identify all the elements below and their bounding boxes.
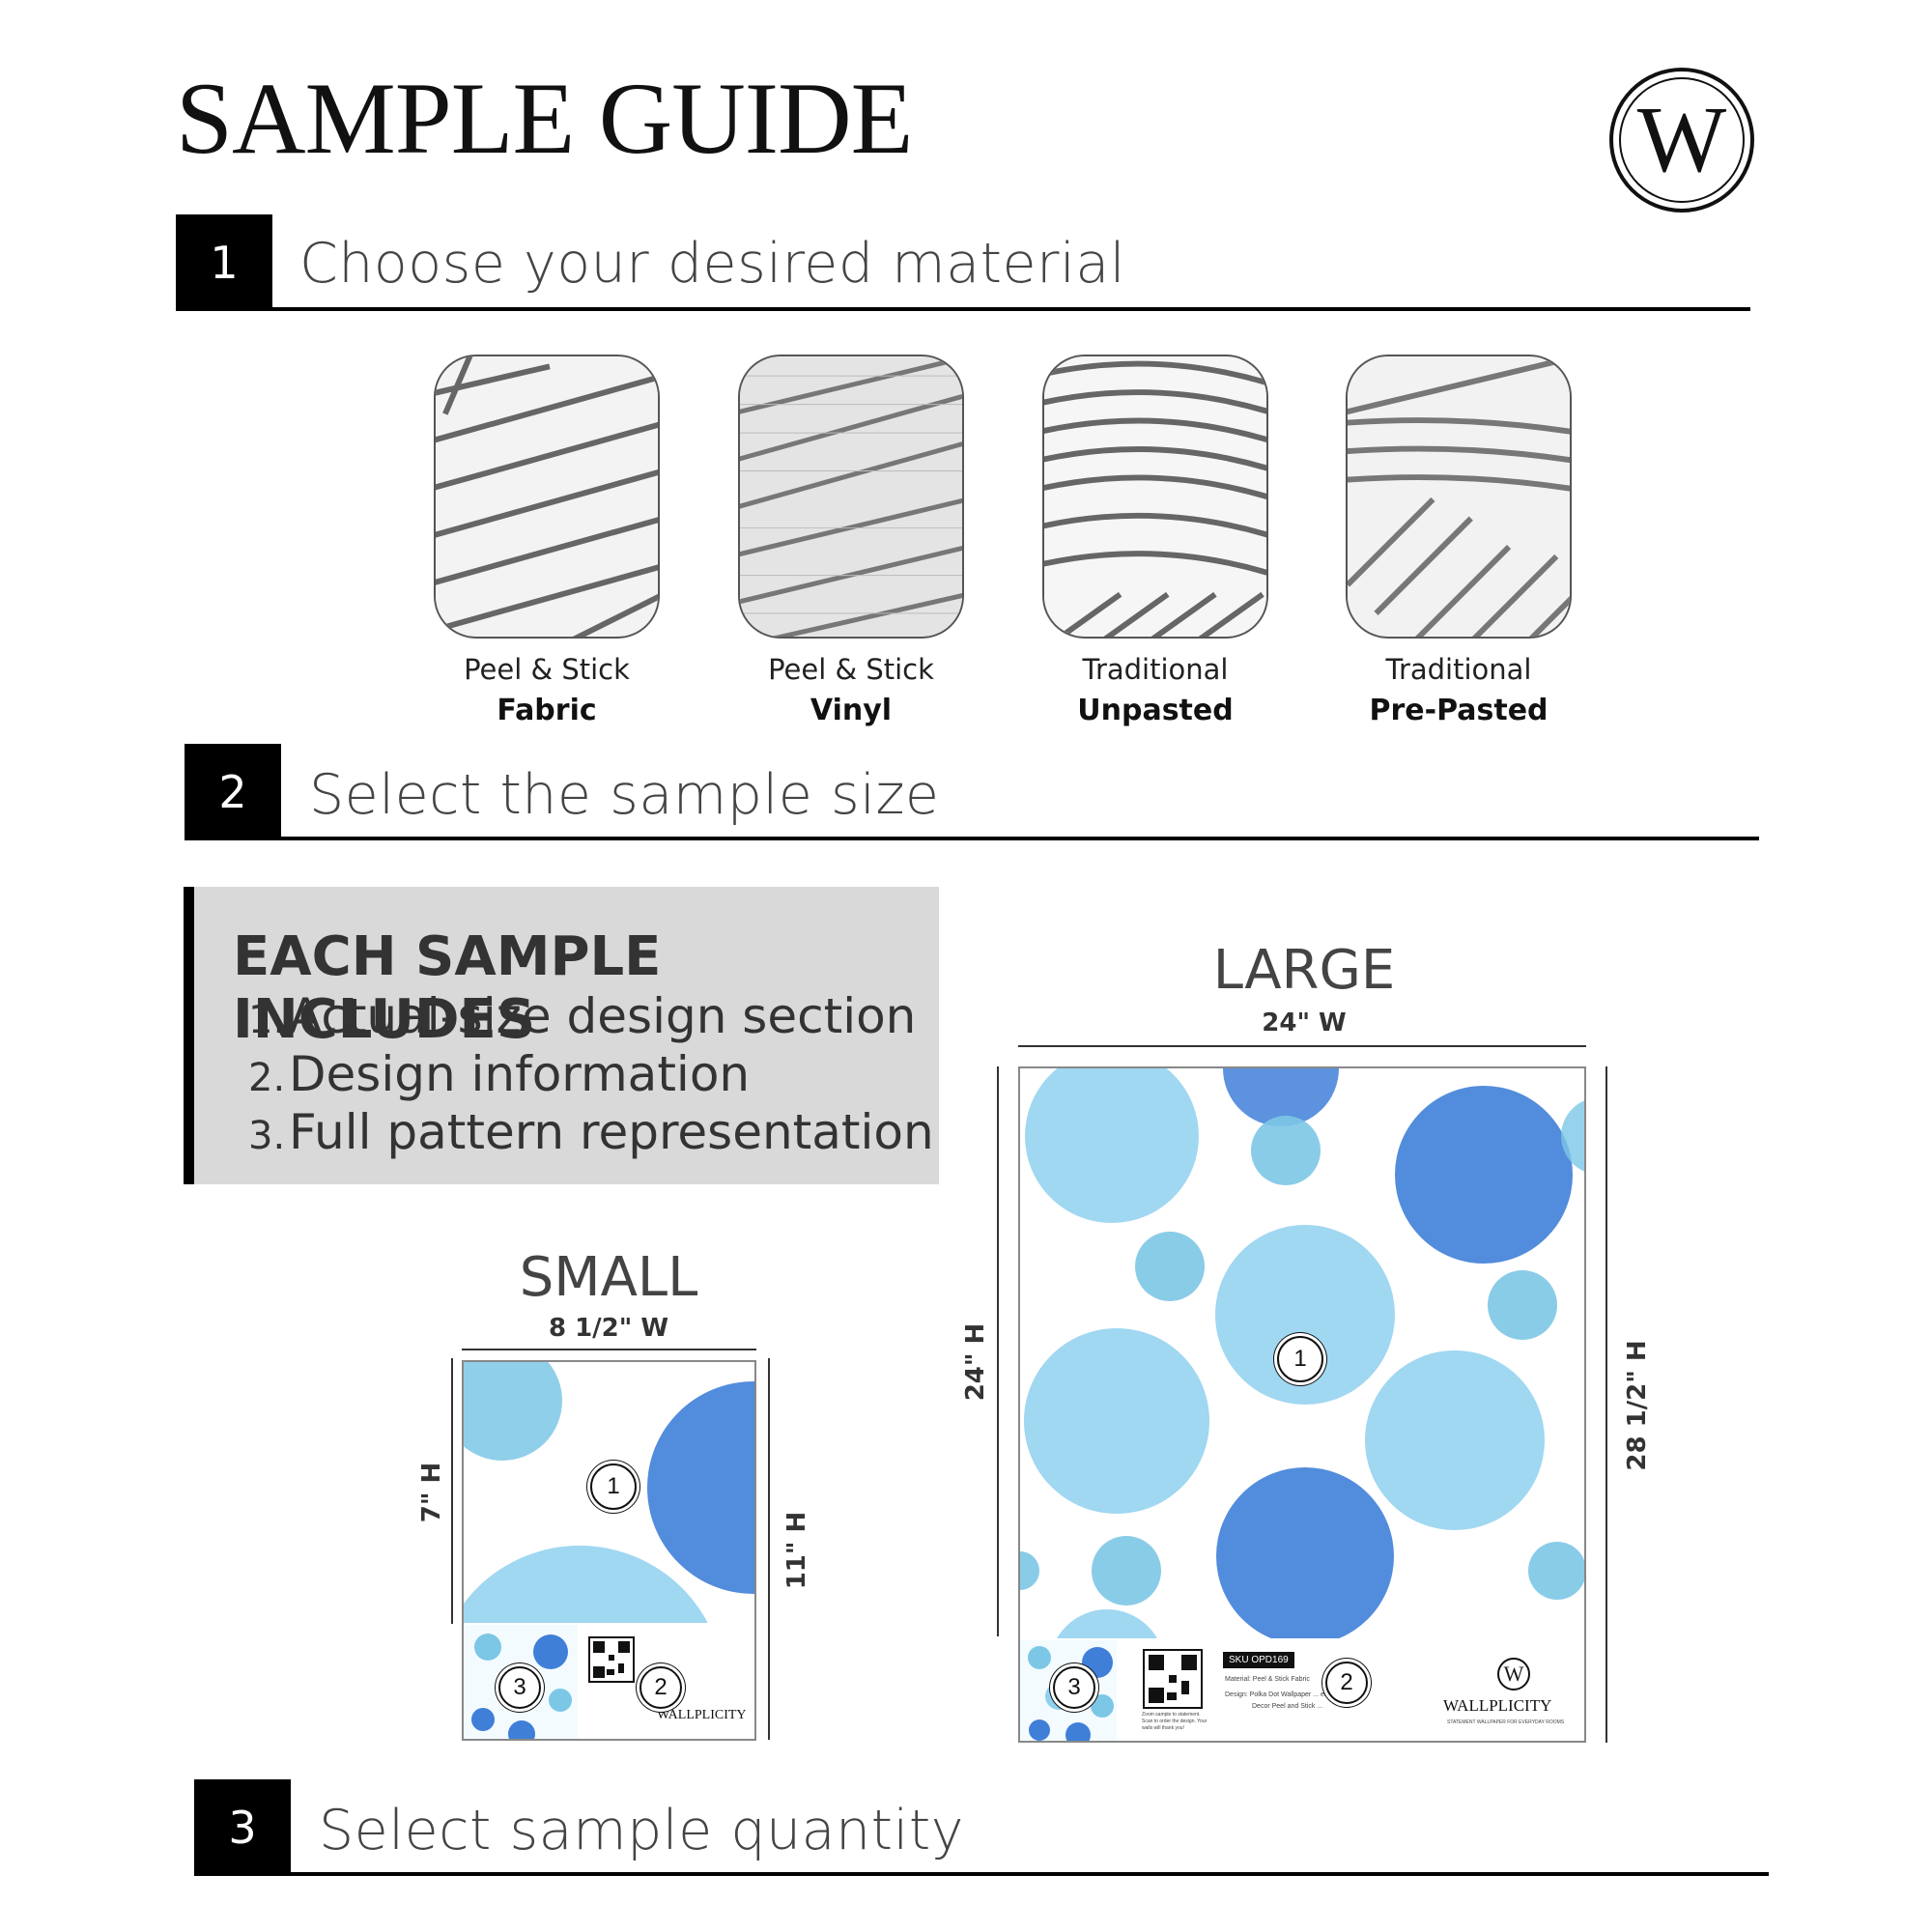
material-unpasted-label[interactable]: Traditional Unpasted [1010,653,1300,727]
large-design-info-2: Decor Peel and Stick ... [1252,1703,1323,1710]
material-name: Unpasted [1077,694,1234,727]
step-2-number: 2 [185,744,281,840]
large-design-art [1020,1068,1584,1741]
swatch-prepasted[interactable] [1346,355,1572,639]
small-marker-design: 1 [590,1463,637,1510]
swatch-vinyl[interactable] [738,355,964,639]
step-1-label: Choose your desired material [299,232,1126,296]
small-total-height-line [768,1358,770,1740]
vinyl-texture [740,356,962,637]
large-qr-code [1143,1649,1203,1709]
large-total-height-label: 28 1/2" H [1623,1340,1652,1471]
includes-panel: EACH SAMPLE INCLUDES 1.Actual-size desig… [184,887,939,1184]
large-sample-sheet: SKU OPD169 Material: Peel & Stick Fabric… [1018,1066,1586,1743]
large-pattern-thumb [1020,1640,1117,1741]
small-design-height-line [451,1358,453,1624]
material-fabric-label[interactable]: Peel & Stick Fabric [402,653,692,727]
large-design-height-line [997,1066,999,1636]
page-title: SAMPLE GUIDE [176,62,913,175]
large-marker-info: 2 [1325,1662,1368,1704]
large-marker-pattern: 3 [1053,1666,1095,1709]
large-design-info: Design: Polka Dot Wallpaper ... ercolor … [1225,1691,1356,1698]
prepasted-texture [1348,356,1570,637]
swatch-fabric[interactable] [434,355,660,639]
brand-logo: W [1609,68,1754,213]
step-1-rule [176,307,1750,311]
logo-letter: W [1636,88,1727,192]
unpasted-texture [1044,356,1266,637]
step-1-number: 1 [176,214,272,311]
small-width-label: 8 1/2" W [548,1314,669,1343]
step-2-rule [185,837,1759,840]
step-3-number: 3 [194,1779,291,1876]
small-brand-name: WALLPLICITY [657,1708,747,1722]
large-brand-tagline: STATEMENT WALLPAPER FOR EVERYDAY ROOMS [1447,1719,1565,1725]
large-sku-badge: SKU OPD169 [1223,1652,1294,1668]
small-marker-info: 2 [639,1666,682,1709]
includes-title: EACH SAMPLE INCLUDES [233,925,662,1051]
material-name: Pre-Pasted [1369,694,1548,727]
large-brand-logo: W [1497,1658,1530,1690]
large-width-label: 24" W [1262,1009,1347,1037]
step-3-label: Select sample quantity [319,1799,964,1862]
material-type: Traditional [1082,653,1229,686]
small-size-title[interactable]: SMALL [519,1246,698,1309]
includes-item: 3.Full pattern representation [248,1104,934,1160]
material-vinyl-label[interactable]: Peel & Stick Vinyl [706,653,996,727]
swatch-unpasted[interactable] [1042,355,1268,639]
includes-item: 2.Design information [248,1046,751,1102]
small-qr-code [588,1636,635,1683]
large-qr-caption: Zoom sample to statement. Scan to order … [1142,1712,1208,1731]
large-total-height-line [1605,1066,1607,1743]
material-name: Fabric [497,694,597,727]
large-width-line [1018,1045,1586,1047]
large-size-title[interactable]: LARGE [1212,939,1396,1002]
large-marker-design: 1 [1277,1336,1323,1382]
small-design-art [464,1362,754,1739]
large-design-height-label: 24" H [961,1322,990,1402]
material-type: Peel & Stick [768,653,934,686]
includes-list: 1.Actual-size design section 2.Design in… [248,989,934,1163]
small-marker-pattern: 3 [498,1666,541,1709]
material-prepasted-label[interactable]: Traditional Pre-Pasted [1314,653,1604,727]
small-sample-sheet: WALLPLICITY [462,1360,756,1741]
small-total-height-label: 11" H [782,1511,811,1590]
small-width-line [462,1349,756,1350]
step-2-label: Select the sample size [309,763,940,827]
large-brand-name: WALLPLICITY [1443,1696,1552,1715]
small-design-height-label: 7" H [417,1462,446,1523]
step-3-rule [194,1872,1769,1876]
large-material-info: Material: Peel & Stick Fabric [1225,1676,1310,1683]
material-type: Traditional [1385,653,1532,686]
fabric-texture [436,356,658,637]
material-name: Vinyl [810,694,893,727]
includes-item: 1.Actual-size design section [248,988,917,1044]
material-type: Peel & Stick [464,653,630,686]
